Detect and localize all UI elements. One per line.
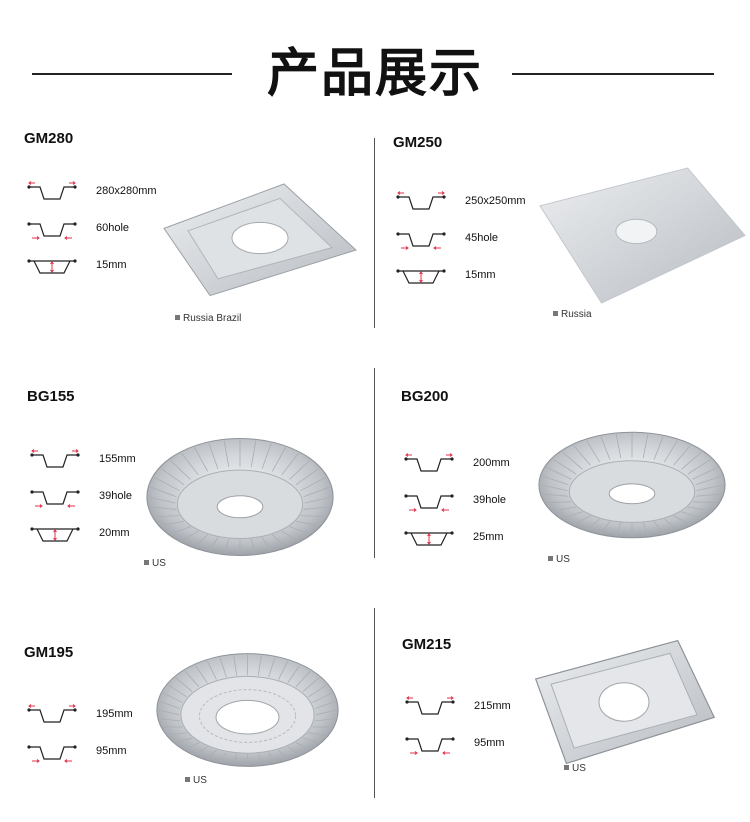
- hole-diameter-icon: [27, 222, 77, 240]
- product-image: [537, 430, 727, 545]
- market-text: US: [572, 763, 586, 774]
- spec-value: 60hole: [96, 222, 130, 234]
- bullet-square-icon: [553, 310, 558, 316]
- spec-value: 39hole: [99, 490, 133, 502]
- market-label: Russia: [553, 309, 592, 320]
- spec-row: 25mm: [403, 526, 531, 550]
- spec-value: 95mm: [96, 745, 127, 757]
- spec-value: 215mm: [474, 700, 511, 712]
- spec-value: 39hole: [473, 494, 507, 506]
- market-label: US: [548, 554, 570, 565]
- product-model: BG200: [401, 388, 449, 405]
- depth-icon: [404, 531, 454, 546]
- spec-value: 200mm: [473, 457, 510, 469]
- product-image: [528, 638, 720, 771]
- header-rule-left: [32, 73, 232, 75]
- spec-row: 195mm: [26, 703, 154, 727]
- bullet-square-icon: [175, 314, 180, 320]
- depth-icon: [30, 527, 80, 542]
- spec-value: 15mm: [465, 269, 496, 281]
- spec-row: 200mm: [403, 452, 531, 476]
- product-image: [160, 178, 360, 303]
- market-text: US: [556, 554, 570, 565]
- market-text: US: [152, 558, 166, 569]
- product-model: BG155: [27, 388, 75, 405]
- market-label: US: [564, 763, 586, 774]
- outer-diameter-icon: [27, 704, 77, 723]
- spec-row: 60hole: [26, 217, 162, 241]
- spec-value: 155mm: [99, 453, 136, 465]
- spec-row: 95mm: [26, 740, 154, 764]
- spec-row: 215mm: [404, 695, 532, 719]
- page-title: 产品展示: [266, 44, 483, 104]
- product-model: GM215: [402, 636, 452, 653]
- bullet-square-icon: [185, 776, 190, 782]
- spec-row: 95mm: [404, 732, 532, 756]
- spec-value: 195mm: [96, 708, 133, 720]
- product-image: [155, 650, 340, 775]
- column-divider: [374, 368, 375, 558]
- spec-value: 280x280mm: [96, 185, 157, 197]
- market-text: US: [193, 775, 207, 786]
- spec-value: 250x250mm: [465, 195, 526, 207]
- market-label: Russia Brazil: [175, 313, 241, 324]
- column-divider: [374, 608, 375, 798]
- product-model: GM280: [24, 130, 74, 147]
- spec-value: 45hole: [465, 232, 499, 244]
- market-text: Russia: [561, 309, 592, 320]
- bullet-square-icon: [564, 764, 569, 770]
- outer-diameter-icon: [405, 696, 455, 715]
- outer-diameter-icon: [30, 449, 80, 468]
- outer-diameter-icon: [404, 453, 454, 472]
- spec-row: 155mm: [29, 448, 143, 472]
- spec-row: 20mm: [29, 522, 143, 546]
- product-model: GM195: [24, 644, 74, 661]
- outer-diameter-icon: [27, 181, 77, 200]
- market-label: US: [144, 558, 166, 569]
- bullet-square-icon: [548, 555, 553, 561]
- spec-row: 250x250mm: [395, 190, 550, 214]
- hole-diameter-icon: [405, 737, 455, 755]
- product-image: [539, 167, 746, 308]
- product-model: GM250: [393, 134, 443, 151]
- header-rule-right: [512, 73, 714, 75]
- spec-value: 15mm: [96, 259, 127, 271]
- spec-value: 25mm: [473, 531, 504, 543]
- hole-diameter-icon: [27, 745, 77, 763]
- spec-row: 45hole: [395, 227, 550, 251]
- depth-icon: [396, 269, 446, 284]
- market-label: US: [185, 775, 207, 786]
- market-text: Russia Brazil: [183, 313, 242, 324]
- spec-row: 15mm: [395, 264, 550, 288]
- hole-diameter-icon: [30, 490, 80, 508]
- spec-row: 15mm: [26, 254, 162, 278]
- column-divider: [374, 138, 375, 328]
- spec-row: 39hole: [403, 489, 531, 513]
- hole-diameter-icon: [396, 232, 446, 250]
- product-image: [145, 436, 335, 563]
- spec-value: 20mm: [99, 527, 130, 539]
- spec-value: 95mm: [474, 737, 505, 749]
- hole-diameter-icon: [404, 494, 454, 512]
- spec-row: 39hole: [29, 485, 143, 509]
- bullet-square-icon: [144, 559, 149, 565]
- depth-icon: [27, 259, 77, 274]
- spec-row: 280x280mm: [26, 180, 162, 204]
- outer-diameter-icon: [396, 191, 446, 210]
